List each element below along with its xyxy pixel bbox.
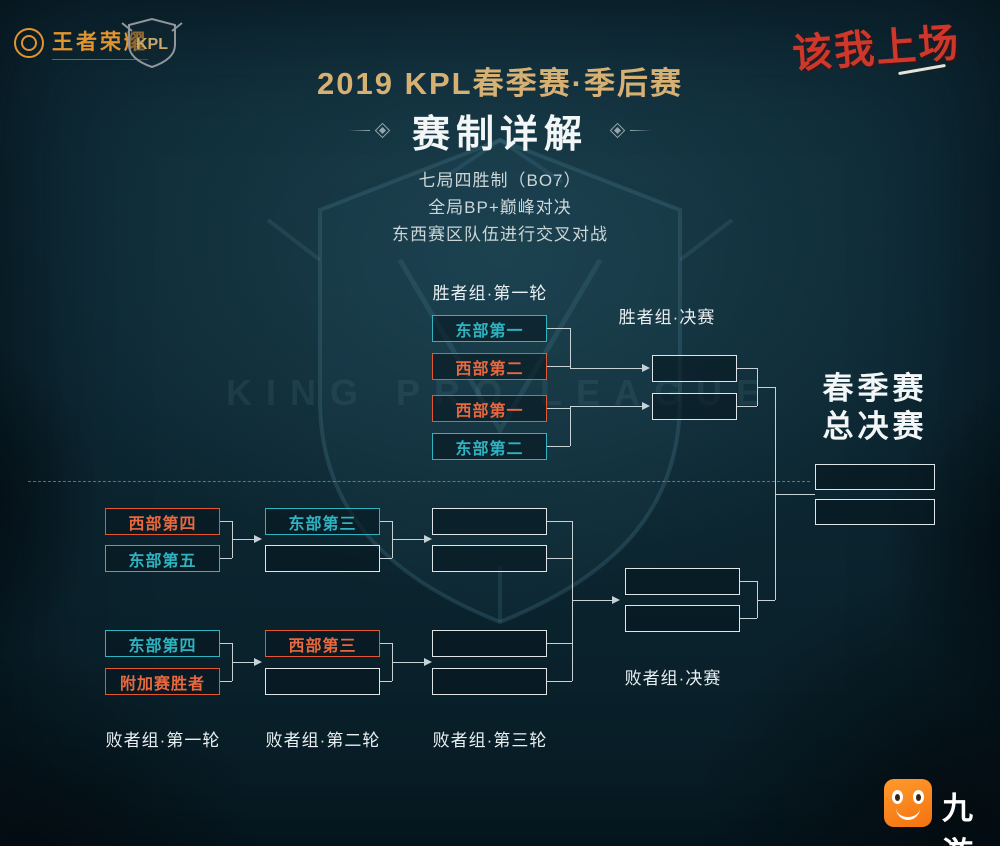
- honor-of-kings-logo: 王者荣耀: [14, 26, 148, 60]
- connector-line: [392, 662, 424, 663]
- connector-line: [547, 408, 570, 409]
- connector-line: [380, 643, 392, 644]
- page-subtitle: 赛制详解: [411, 114, 588, 156]
- losers-final-label: 败者组·决赛: [624, 669, 722, 688]
- arrow-right-icon: [612, 596, 620, 604]
- format-rules: 七局四胜制（BO7） 全局BP+巅峰对决 东西赛区队伍进行交叉对战: [0, 167, 1000, 248]
- connector-line: [220, 558, 232, 559]
- arrow-right-icon: [424, 535, 432, 543]
- losers-r1-lower-slot-2: 附加赛胜者: [105, 668, 220, 695]
- connector-line: [737, 406, 757, 407]
- grand-final-title-line2: 总决赛: [822, 409, 928, 444]
- honor-of-kings-logo-text: 王者荣耀: [52, 26, 148, 60]
- connector-line: [572, 600, 612, 601]
- connector-line: [380, 558, 392, 559]
- connector-line: [775, 494, 815, 495]
- grand-final-slot-1: [815, 464, 935, 490]
- kpl-shield-icon: KPL: [121, 17, 183, 69]
- connector-line: [737, 368, 757, 369]
- winners-r1-slot-1: 东部第一: [432, 315, 547, 342]
- losers-r1-lower-slot-1: 东部第四: [105, 630, 220, 657]
- kpl-logo: KPL: [120, 14, 184, 79]
- rule-line-2: 全局BP+巅峰对决: [428, 198, 572, 217]
- winners-final-slot-1: [652, 355, 737, 382]
- losers-r2-upper-slot-2: [265, 545, 380, 572]
- winners-final-label: 胜者组·决赛: [618, 308, 716, 327]
- connector-line: [547, 521, 572, 522]
- winners-r1-slot-3: 西部第一: [432, 395, 547, 422]
- connector-line: [547, 328, 570, 329]
- connector-line: [380, 681, 392, 682]
- connector-line: [740, 618, 757, 619]
- winners-r1-slot-2: 西部第二: [432, 353, 547, 380]
- losers-final-slot-1: [625, 568, 740, 595]
- 9game-logo-text: 九游: [942, 791, 976, 846]
- losers-r2-upper-slot-1: 东部第三: [265, 508, 380, 535]
- winners-final-slot-2: [652, 393, 737, 420]
- left-diamond-ornament-icon: [347, 122, 391, 139]
- winners-r1-slot-4: 东部第二: [432, 433, 547, 460]
- losers-r2-lower-slot-1: 西部第三: [265, 630, 380, 657]
- losers-r3-upper-slot-2: [432, 545, 547, 572]
- connector-line: [775, 387, 776, 600]
- connector-line: [572, 521, 573, 681]
- losers-round1-label: 败者组·第一轮: [105, 731, 221, 750]
- losers-r3-upper-slot-1: [432, 508, 547, 535]
- connector-line: [232, 662, 254, 663]
- connector-line: [547, 681, 572, 682]
- connector-line: [570, 406, 642, 407]
- dashed-separator-line: [28, 481, 810, 482]
- connector-line: [570, 328, 571, 368]
- page-title: 2019 KPL春季赛·季后赛: [317, 66, 683, 101]
- connector-line: [740, 581, 757, 582]
- connector-line: [220, 521, 232, 522]
- connector-line: [547, 643, 572, 644]
- losers-r3-lower-slot-1: [432, 630, 547, 657]
- connector-line: [570, 406, 571, 446]
- connector-line: [547, 446, 570, 447]
- connector-line: [220, 643, 232, 644]
- mascot-left-eye: [892, 790, 903, 804]
- rule-line-3: 东西赛区队伍进行交叉对战: [392, 225, 608, 244]
- connector-line: [232, 539, 254, 540]
- losers-final-slot-2: [625, 605, 740, 632]
- subtitle-row: 赛制详解: [0, 103, 1000, 158]
- losers-round3-label: 败者组·第三轮: [432, 731, 548, 750]
- right-diamond-ornament-icon: [609, 122, 652, 139]
- connector-line: [547, 366, 570, 367]
- mascot-right-eye: [913, 790, 924, 804]
- connector-line: [757, 581, 758, 618]
- mascot-mouth: [896, 808, 920, 820]
- 9game-mascot-icon: [884, 779, 932, 827]
- arrow-right-icon: [254, 535, 262, 543]
- connector-line: [392, 539, 424, 540]
- connector-line: [757, 387, 775, 388]
- connector-line: [570, 368, 642, 369]
- arrow-right-icon: [642, 364, 650, 372]
- kpl-logo-text: KPL: [136, 36, 168, 53]
- losers-r2-lower-slot-2: [265, 668, 380, 695]
- losers-round2-label: 败者组·第二轮: [265, 731, 381, 750]
- connector-line: [220, 681, 232, 682]
- rule-line-1: 七局四胜制（BO7）: [418, 171, 582, 190]
- arrow-right-icon: [642, 402, 650, 410]
- connector-line: [757, 600, 775, 601]
- connector-line: [547, 558, 572, 559]
- arrow-right-icon: [254, 658, 262, 666]
- honor-of-kings-crest-icon: [14, 28, 44, 58]
- arrow-right-icon: [424, 658, 432, 666]
- winners-round1-label: 胜者组·第一轮: [432, 284, 548, 303]
- losers-r1-upper-slot-2: 东部第五: [105, 545, 220, 572]
- connector-line: [380, 521, 392, 522]
- grand-final-title-line1: 春季赛: [822, 371, 928, 406]
- losers-r1-upper-slot-1: 西部第四: [105, 508, 220, 535]
- losers-r3-lower-slot-2: [432, 668, 547, 695]
- grand-final-slot-2: [815, 499, 935, 525]
